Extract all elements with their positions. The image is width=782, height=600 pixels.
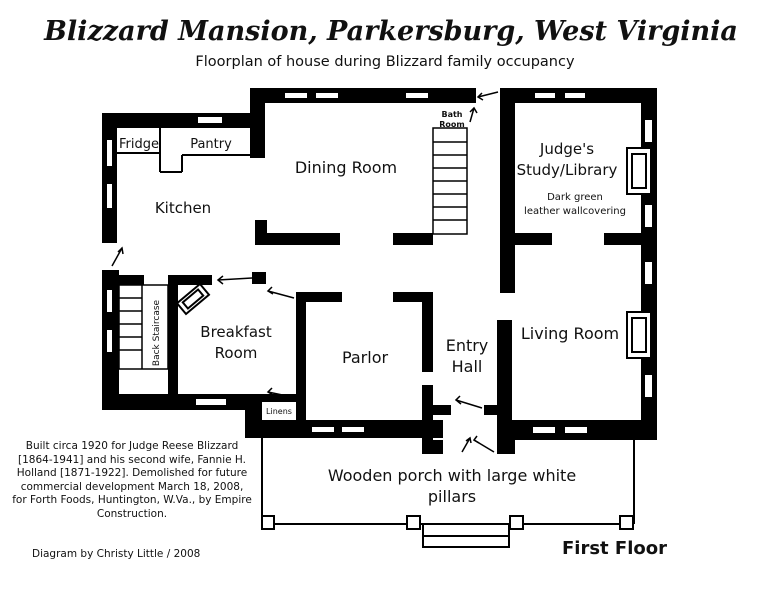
window	[565, 427, 587, 433]
door-arrow	[469, 107, 475, 123]
label-parlor: Parlor	[342, 348, 389, 367]
label-study-1: Judge's	[539, 140, 594, 158]
window	[645, 262, 652, 284]
label-breakfast-1: Breakfast	[200, 323, 272, 341]
linens-west-wall	[245, 394, 262, 438]
label-dining-room: Dining Room	[295, 158, 397, 177]
porch-pillar	[509, 515, 524, 530]
room-labels: Fridge Pantry Dining Room Bath Room Judg…	[119, 110, 626, 506]
study-south-wall-left	[500, 233, 552, 245]
label-study-note-1: Dark green	[547, 192, 603, 203]
window	[533, 427, 555, 433]
dining-south-wall-right	[393, 233, 433, 245]
main-staircase	[432, 127, 468, 235]
door-arrow	[111, 247, 123, 267]
dining-north-wall	[250, 88, 476, 103]
label-living-room: Living Room	[521, 324, 619, 343]
label-linens: Linens	[266, 407, 292, 416]
porch-pillar	[261, 515, 275, 530]
interior-partitions	[117, 128, 250, 173]
windows	[107, 93, 652, 433]
door-arrows	[111, 91, 499, 453]
window	[645, 205, 652, 227]
label-fridge: Fridge	[119, 137, 159, 152]
parlor-north-wall-right	[393, 292, 433, 302]
diagram-title: Blizzard Mansion, Parkersburg, West Virg…	[44, 16, 738, 47]
door-arrow	[267, 391, 293, 398]
label-breakfast-2: Room	[215, 344, 258, 362]
door-arrow	[477, 91, 499, 98]
label-porch-2: pillars	[428, 487, 476, 506]
window	[107, 290, 112, 312]
living-west-wall	[497, 320, 512, 440]
door-arrow	[455, 399, 483, 409]
window	[645, 375, 652, 397]
kitchen-north-wall	[102, 113, 250, 128]
label-entry-2: Hall	[452, 357, 483, 376]
dining-south-wall-left	[255, 233, 340, 245]
window	[312, 427, 334, 432]
window	[196, 399, 226, 405]
door-arrow	[267, 290, 295, 299]
label-pantry: Pantry	[190, 137, 232, 152]
breakfast-east-wall	[296, 292, 306, 422]
window	[107, 140, 112, 166]
porch-step	[422, 535, 510, 548]
fireplaces	[175, 147, 652, 359]
label-porch-1: Wooden porch with large white	[328, 466, 576, 485]
kitchen-west-wall	[102, 113, 117, 243]
door-arrow	[217, 277, 253, 281]
label-study-note-2: leather wallcovering	[524, 206, 626, 217]
study-west-wall	[500, 88, 515, 293]
window	[645, 120, 652, 142]
label-entry-1: Entry	[446, 336, 489, 355]
parlor-east-wall	[422, 292, 433, 372]
window	[285, 93, 307, 98]
breakfast-west-wall	[168, 275, 178, 395]
label-back-staircase: Back Staircase	[152, 299, 162, 366]
door-arrow	[461, 437, 471, 453]
window	[107, 330, 112, 352]
porch-pillar	[619, 515, 634, 530]
study-south-wall-right	[604, 233, 641, 245]
label-bath-1: Bath	[441, 110, 462, 119]
label-kitchen: Kitchen	[155, 199, 211, 217]
label-bath-2: Room	[439, 120, 465, 129]
porch-step	[422, 523, 510, 537]
lower-south-wall	[102, 394, 262, 410]
window	[316, 93, 338, 98]
entry-west-wall	[422, 385, 433, 445]
porch-pillar	[406, 515, 421, 530]
back-staircase-steps	[118, 284, 169, 370]
history-note: Built circa 1920 for Judge Reese Blizzar…	[12, 440, 252, 520]
window	[406, 93, 428, 98]
window	[535, 93, 555, 98]
window	[198, 117, 222, 123]
diagram-subtitle: Floorplan of house during Blizzard famil…	[195, 54, 575, 70]
parlor-north-wall-left	[296, 292, 342, 302]
label-study-2: Study/Library	[517, 161, 618, 179]
kitchen-east-wall	[250, 88, 265, 158]
floor-label: First Floor	[562, 538, 668, 559]
porch	[261, 438, 635, 548]
window	[107, 184, 112, 208]
window	[565, 93, 585, 98]
window	[342, 427, 364, 432]
diagram-credit: Diagram by Christy Little / 2008	[32, 548, 201, 560]
